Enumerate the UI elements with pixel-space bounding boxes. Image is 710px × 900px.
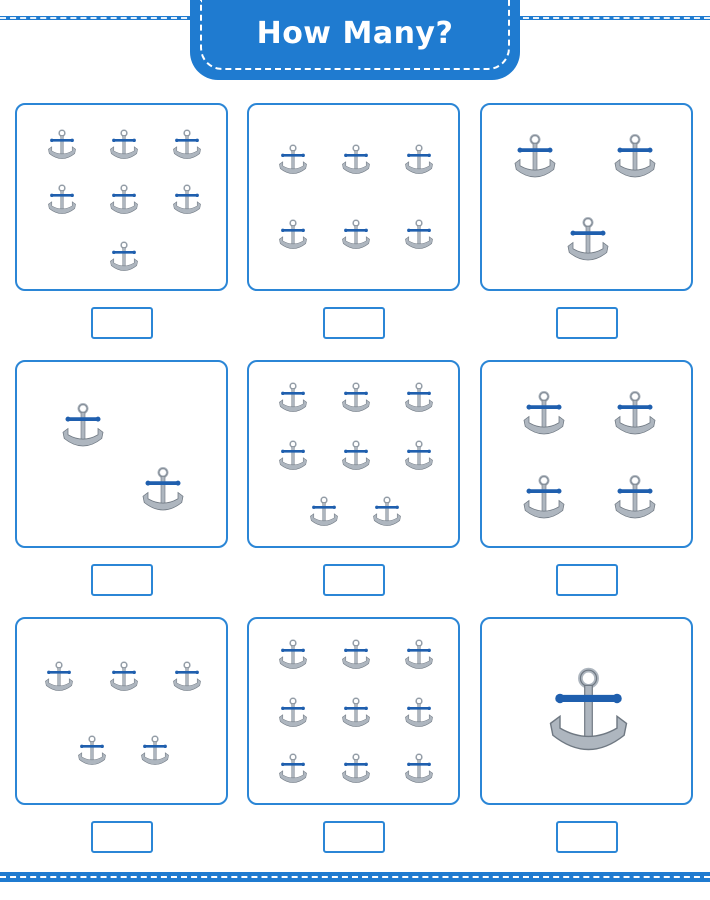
title-tab [190, 0, 520, 80]
count-panel [15, 617, 228, 805]
anchor-icon [276, 381, 310, 419]
count-panel [480, 617, 693, 805]
anchor-icon [107, 183, 141, 221]
anchor-icon [541, 664, 636, 763]
count-panel [247, 617, 460, 805]
anchor-icon [339, 696, 373, 734]
anchor-icon [170, 183, 204, 221]
anchor-icon [339, 638, 373, 676]
anchor-icon [610, 473, 660, 527]
anchor-icon [276, 218, 310, 256]
count-panel [480, 103, 693, 291]
anchor-icon [42, 660, 76, 698]
answer-box[interactable] [555, 564, 618, 596]
answer-box[interactable] [322, 821, 385, 853]
anchor-icon [610, 389, 660, 443]
answer-box[interactable] [90, 307, 153, 339]
title-tab-stitch [200, 0, 510, 70]
anchor-icon [339, 752, 373, 790]
count-panel [15, 103, 228, 291]
anchor-icon [276, 439, 310, 477]
anchor-icon [307, 495, 341, 533]
anchor-icon [170, 128, 204, 166]
anchor-icon [510, 132, 560, 186]
anchor-icon [276, 752, 310, 790]
answer-box[interactable] [90, 821, 153, 853]
anchor-icon [339, 381, 373, 419]
anchor-icon [402, 638, 436, 676]
anchor-icon [402, 439, 436, 477]
anchor-icon [370, 495, 404, 533]
anchor-icon [276, 696, 310, 734]
anchor-icon [138, 734, 172, 772]
anchor-icon [402, 381, 436, 419]
answer-box[interactable] [322, 307, 385, 339]
anchor-icon [402, 218, 436, 256]
anchor-icon [402, 752, 436, 790]
anchor-icon [402, 143, 436, 181]
anchor-icon [402, 696, 436, 734]
anchor-icon [107, 660, 141, 698]
answer-box[interactable] [555, 307, 618, 339]
anchor-icon [610, 132, 660, 186]
count-panel [480, 360, 693, 548]
anchor-icon [45, 128, 79, 166]
page-title: How Many? [256, 16, 454, 51]
anchor-icon [276, 638, 310, 676]
count-panel [247, 103, 460, 291]
anchor-icon [339, 218, 373, 256]
anchor-icon [170, 660, 204, 698]
anchor-icon [75, 734, 109, 772]
anchor-icon [276, 143, 310, 181]
anchor-icon [45, 183, 79, 221]
anchor-icon [107, 128, 141, 166]
anchor-icon [339, 439, 373, 477]
anchor-icon [519, 473, 569, 527]
anchor-icon [58, 401, 108, 455]
anchor-icon [563, 215, 613, 269]
answer-box[interactable] [555, 821, 618, 853]
answer-box[interactable] [90, 564, 153, 596]
footer-stitch [0, 876, 710, 878]
answer-box[interactable] [322, 564, 385, 596]
count-panel [247, 360, 460, 548]
anchor-icon [107, 240, 141, 278]
anchor-icon [519, 389, 569, 443]
count-panel [15, 360, 228, 548]
anchor-icon [339, 143, 373, 181]
anchor-icon [138, 465, 188, 519]
